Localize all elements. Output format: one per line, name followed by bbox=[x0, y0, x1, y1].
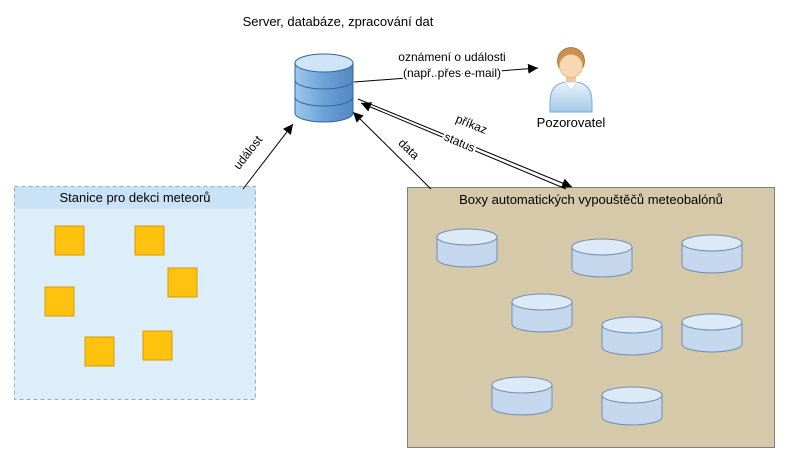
server-title: Server, databáze, zpracování dat bbox=[243, 14, 434, 29]
balloon-launcher-cylinder bbox=[436, 228, 498, 268]
meteor-detector-squares bbox=[44, 225, 198, 367]
balloon-launcher-cylinder bbox=[681, 234, 743, 274]
server-database-icon bbox=[294, 53, 354, 123]
balloon-launcher-cylinder bbox=[511, 293, 573, 333]
station-box: Stanice pro dekci meteorů bbox=[14, 186, 256, 400]
meteor-detector-square bbox=[54, 225, 85, 256]
observer-collar bbox=[564, 81, 578, 92]
meteor-detector-square bbox=[44, 286, 75, 317]
status-arrow bbox=[360, 102, 567, 190]
command-arrow bbox=[357, 98, 573, 188]
observer-face bbox=[559, 54, 583, 78]
station-box-border bbox=[14, 186, 256, 400]
meteor-detector-square bbox=[167, 267, 198, 298]
meteor-detector-square bbox=[134, 225, 165, 256]
balloon-launcher-cylinder bbox=[571, 238, 633, 278]
balloon-launcher-cylinder bbox=[601, 386, 663, 426]
observer-neck bbox=[566, 74, 576, 83]
balloon-launcher-cylinder bbox=[681, 313, 743, 353]
meteor-detector-square bbox=[142, 330, 173, 361]
notification-arrow bbox=[353, 63, 539, 83]
balloon-launcher-cylinder bbox=[491, 376, 553, 416]
meteor-detector-square bbox=[84, 336, 115, 367]
observer-icon bbox=[549, 47, 593, 113]
notification-arrow-label-line1: oznámení o události bbox=[398, 50, 505, 64]
notification-arrow-label-line2: (např. přes e-mail) bbox=[403, 66, 501, 80]
command-arrow-label: příkaz bbox=[454, 112, 490, 137]
observer-label: Pozorovatel bbox=[537, 115, 606, 130]
balloon-launcher-cylinder bbox=[601, 316, 663, 356]
edges bbox=[242, 63, 573, 190]
launcher-box: Boxy automatických vypouštěčů meteobalón… bbox=[407, 187, 775, 448]
station-box-header bbox=[14, 186, 256, 209]
data-arrow bbox=[352, 111, 432, 190]
event-arrow bbox=[242, 123, 294, 190]
edge-labels: událost oznámení o události (např. přes … bbox=[228, 48, 507, 174]
status-arrow-label: status bbox=[442, 130, 477, 155]
station-box-title: Stanice pro dekci meteorů bbox=[59, 190, 210, 205]
launcher-box-title: Boxy automatických vypouštěčů meteobalón… bbox=[459, 192, 723, 207]
